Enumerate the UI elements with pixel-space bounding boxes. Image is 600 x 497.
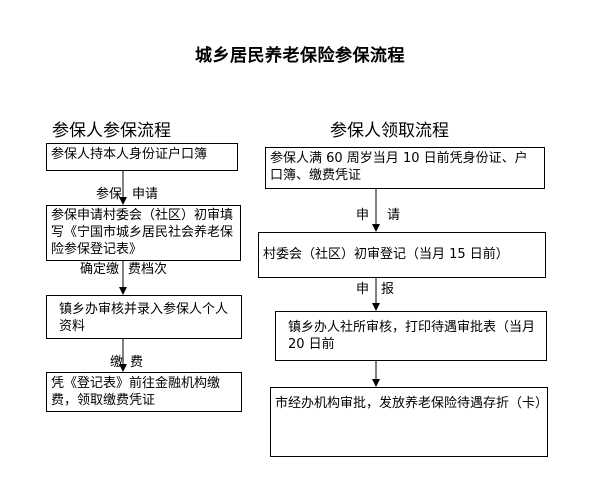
left-label-2a: 确定缴 bbox=[80, 262, 120, 277]
left-step-2-box: 参保申请村委会（社区）初审填写《宁国市城乡居民社会养老保险参保登记表》 bbox=[46, 205, 241, 261]
right-step-4-box: 市经办机构审批，发放养老保险待遇存折（卡） bbox=[270, 387, 548, 457]
left-step-4-text: 凭《登记表》前往金融机构缴费，领取缴费凭证 bbox=[51, 376, 221, 408]
right-column-heading: 参保人领取流程 bbox=[330, 121, 449, 141]
left-step-3-box: 镇乡办审核并录入参保人个人资料 bbox=[46, 295, 242, 339]
left-step-4-box: 凭《登记表》前往金融机构缴费，领取缴费凭证 bbox=[46, 372, 242, 412]
right-label-2a: 申 bbox=[356, 282, 370, 297]
right-label-1b: 请 bbox=[387, 208, 401, 223]
right-step-4-text: 市经办机构审批，发放养老保险待遇存折（卡） bbox=[275, 396, 549, 411]
right-step-3-box: 镇乡办人社所审核，打印待遇审批表（当月 20 日前 bbox=[275, 311, 547, 361]
left-label-3b: 费 bbox=[130, 355, 144, 370]
right-step-2-text: 村委会（社区）初审登记（当月 15 日前） bbox=[263, 247, 509, 262]
left-label-1b: 申请 bbox=[132, 187, 159, 202]
left-label-1a: 参保 bbox=[96, 187, 123, 202]
left-step-1-box: 参保人持本人身份证户口簿 bbox=[46, 143, 238, 171]
left-step-1-text: 参保人持本人身份证户口簿 bbox=[51, 147, 208, 162]
left-label-2b: 费档次 bbox=[128, 262, 168, 277]
right-step-1-box: 参保人满 60 周岁当月 10 日前凭身份证、户口簿、缴费凭证 bbox=[265, 147, 545, 189]
right-step-3-text: 镇乡办人社所审核，打印待遇审批表（当月 20 日前 bbox=[288, 320, 536, 352]
left-step-3-text: 镇乡办审核并录入参保人个人资料 bbox=[59, 302, 229, 334]
right-step-1-text: 参保人满 60 周岁当月 10 日前凭身份证、户口簿、缴费凭证 bbox=[270, 151, 528, 183]
right-step-2-box: 村委会（社区）初审登记（当月 15 日前） bbox=[258, 232, 546, 278]
page-title: 城乡居民养老保险参保流程 bbox=[195, 46, 405, 66]
right-label-2b: 报 bbox=[381, 282, 395, 297]
left-column-heading: 参保人参保流程 bbox=[52, 121, 171, 141]
left-step-2-text: 参保申请村委会（社区）初审填写《宁国市城乡居民社会养老保险参保登记表》 bbox=[51, 208, 234, 257]
right-label-1a: 申 bbox=[356, 208, 370, 223]
